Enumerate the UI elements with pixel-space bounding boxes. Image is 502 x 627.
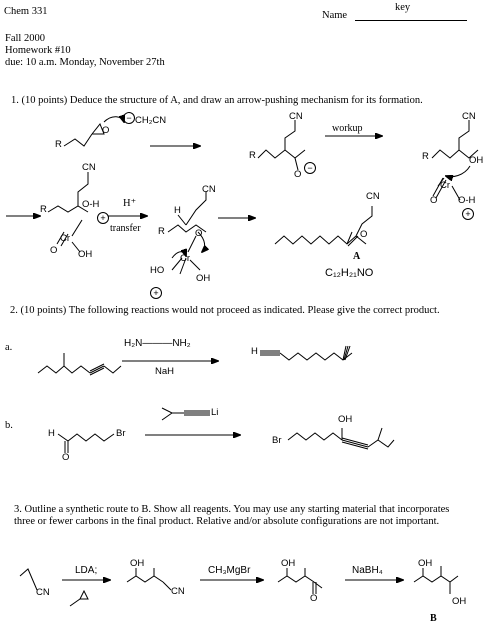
q1-plus-charge-3: + xyxy=(150,287,162,299)
q3-propionitrile xyxy=(19,568,38,591)
q1-o-label-3: O xyxy=(195,228,203,239)
q2b-product xyxy=(287,427,395,450)
q2b-organolithium xyxy=(161,407,210,421)
q2a-label: a. xyxy=(5,342,13,353)
q2a-product-h: H xyxy=(251,346,258,357)
q1-compound-a-label: A xyxy=(353,251,361,262)
q1-cn-label-4: CN xyxy=(202,184,216,195)
q1-transfer-label: transfer xyxy=(110,223,141,234)
q1-cn-label-1: CN xyxy=(289,111,303,122)
q3-oh-label-1: OH xyxy=(130,558,145,569)
q1-cn-label-3: CN xyxy=(82,162,96,173)
q3-ketone-o: O xyxy=(310,593,318,604)
q1-oh-label-1: OH xyxy=(469,155,484,166)
q1-epoxide-structure xyxy=(63,117,124,147)
q1-r-label-3: R xyxy=(422,151,429,162)
q1-minus-charge-1: − xyxy=(123,112,135,124)
q1-formula: C₁₂H₂₁NO xyxy=(325,267,374,279)
q2b-start-h: H xyxy=(48,428,55,439)
q3-epoxide-reagent xyxy=(69,589,89,607)
q2b-li-label: Li xyxy=(211,407,219,418)
q1-oh-label-3: O-H xyxy=(82,199,100,210)
term: Fall 2000 xyxy=(5,33,45,44)
q1-h-label: H xyxy=(174,205,181,216)
q1-cr-label-1: Cr xyxy=(440,180,451,191)
due-date: due: 10 a.m. Monday, November 27th xyxy=(5,57,165,68)
q1-plus-charge-2: + xyxy=(97,212,109,224)
q3-oh-label-3: OH xyxy=(418,558,433,569)
q1-ch2cn-label: CH₂CN xyxy=(135,115,167,126)
q2a-reagent-diamine: H₂N———NH₂ xyxy=(124,338,191,349)
q1-epoxide-o: O xyxy=(102,125,110,136)
homework-number: Homework #10 xyxy=(5,45,71,56)
q3-hydroxy-ketone xyxy=(277,568,323,594)
q2b-product-oh: OH xyxy=(338,414,353,425)
q1-alkoxide-structure xyxy=(257,120,306,171)
q3-hydroxy-nitrile xyxy=(126,568,172,591)
q1-oh-label-2: O-H xyxy=(458,195,476,206)
q1-r-label-2: R xyxy=(249,150,256,161)
q2a-reagent-nah: NaH xyxy=(155,366,175,377)
q2a-product-alkyne xyxy=(260,345,353,361)
question-3-prompt-line-1: 3. Outline a synthetic route to B. Show … xyxy=(14,504,450,515)
q1-chromate-ester-3 xyxy=(167,192,206,275)
q1-product-a xyxy=(274,206,373,247)
question-2-prompt: 2. (10 points) The following reactions w… xyxy=(10,305,440,316)
q3-oh-label-4: OH xyxy=(452,596,467,607)
q1-alkoxide-o: O xyxy=(294,169,302,180)
q1-oh-label-5: OH xyxy=(196,273,211,284)
q3-reagent-nabh4: NaBH₄ xyxy=(352,565,383,576)
q1-cn-label-5: CN xyxy=(366,191,380,202)
q1-o-label-2: O xyxy=(50,245,58,256)
q1-plus-charge-1: + xyxy=(462,208,474,220)
name-label: Name xyxy=(322,10,348,21)
q1-ho-label: HO xyxy=(150,265,165,276)
name-line xyxy=(355,20,467,21)
q1-cn-label-2: CN xyxy=(462,111,476,122)
name-value: key xyxy=(395,2,411,13)
q3-cn-label-1: CN xyxy=(36,587,50,598)
q3-reagent-lda: LDA; xyxy=(75,565,98,576)
q1-chromate-ester-2 xyxy=(47,172,89,253)
q2b-start-br: Br xyxy=(116,428,126,439)
q2a-starting-alkyne xyxy=(37,353,122,376)
question-3-prompt-line-2: three or fewer carbons in the final prod… xyxy=(14,516,440,527)
q2b-product-br: Br xyxy=(272,435,282,446)
course-title: Chem 331 xyxy=(4,6,48,17)
question-1-prompt: 1. (10 points) Deduce the structure of A… xyxy=(11,95,423,106)
q1-r-label-5: R xyxy=(158,226,165,237)
q1-o-label-1: O xyxy=(430,195,438,206)
q2b-starting-aldehyde xyxy=(57,433,115,453)
q1-r-label: R xyxy=(55,139,62,150)
q1-workup-label: workup xyxy=(332,123,363,134)
q3-reagent-grignard: CH₃MgBr xyxy=(208,565,251,576)
q3-cn-label-2: CN xyxy=(171,586,185,597)
q3-oh-label-2: OH xyxy=(281,558,296,569)
q1-chromate-ester-1 xyxy=(431,120,479,201)
q1-cr-label-3: Cr xyxy=(180,253,191,264)
q1-cr-label-2: Cr xyxy=(60,233,71,244)
q1-r-label-4: R xyxy=(40,204,47,215)
q1-oh-label-4: OH xyxy=(78,249,93,260)
q1-ketone-o: O xyxy=(360,229,368,240)
q2b-label: b. xyxy=(5,420,13,431)
q1-minus-charge-2: − xyxy=(304,162,316,174)
q2b-start-o: O xyxy=(62,452,70,463)
q3-compound-b-label: B xyxy=(430,613,437,624)
q1-hplus-label: H⁺ xyxy=(123,198,137,209)
q3-product-b xyxy=(413,566,459,594)
